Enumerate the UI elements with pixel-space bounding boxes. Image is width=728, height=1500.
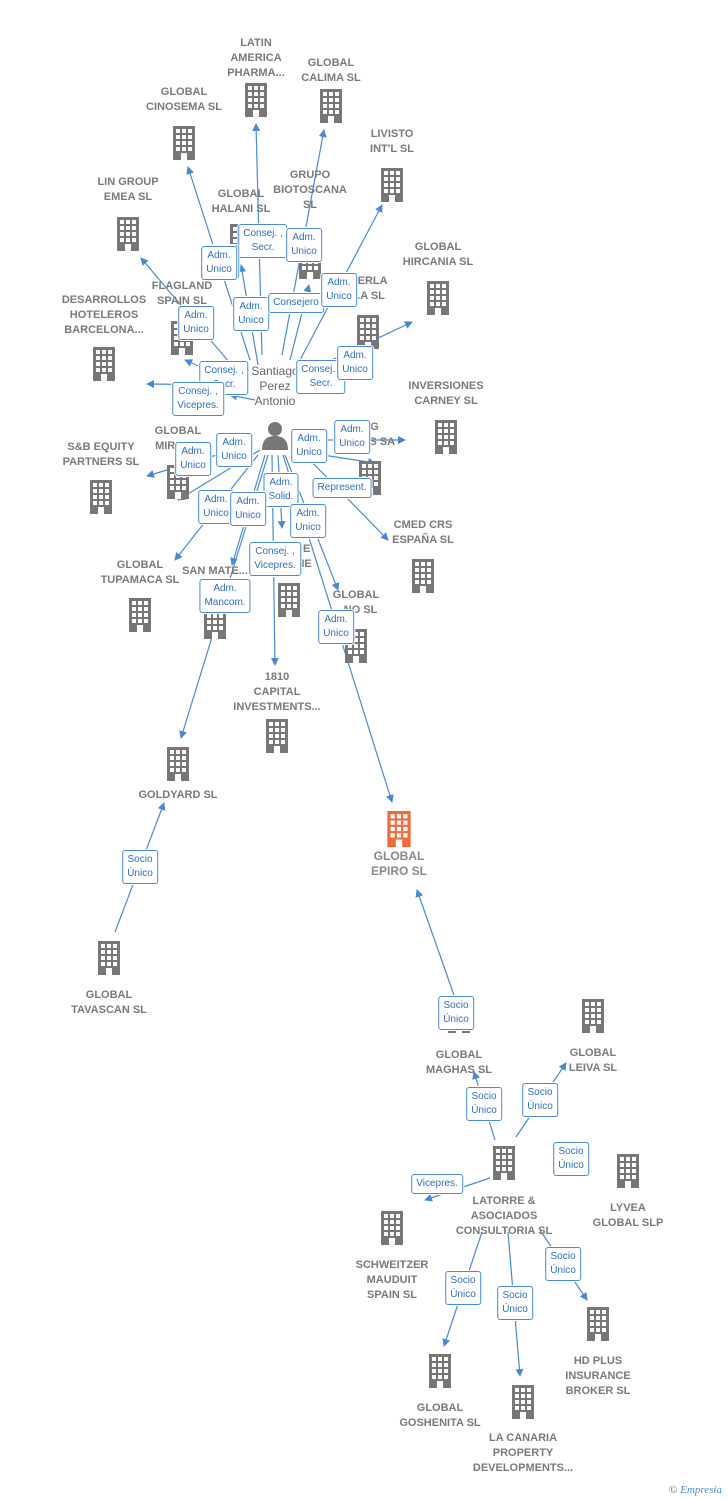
company-name-label[interactable]: GRUPO BIOTOSCANA SL: [273, 169, 347, 211]
company-name-label[interactable]: DESARROLLOS HOTELEROS BARCELONA...: [61, 294, 147, 336]
company-name-label[interactable]: LA CANARIA PROPERTY DEVELOPMENTS...: [472, 1432, 574, 1474]
relation-label[interactable]: Adm. Unico: [178, 306, 214, 340]
company-name-label[interactable]: FLAGLAND SPAIN SL: [151, 280, 213, 307]
company-name-label[interactable]: GLOBAL CALIMA SL: [301, 57, 361, 84]
company-name-label[interactable]: LIVISTO INT'L SL: [370, 128, 414, 155]
building-icon[interactable]: [378, 168, 406, 202]
building-icon[interactable]: [126, 598, 154, 632]
building-icon[interactable]: [317, 89, 345, 123]
company-name-label[interactable]: GLOBAL EPIRO SL: [370, 849, 427, 878]
company-name-label[interactable]: GLOBAL TUPAMACA SL: [100, 559, 180, 586]
company-name-label[interactable]: INVERSIONES CARNEY SL: [408, 380, 484, 407]
relation-label[interactable]: Adm. Unico: [233, 297, 269, 331]
building-icon[interactable]: [354, 315, 382, 349]
building-icon[interactable]: [90, 347, 118, 381]
company-name-label[interactable]: GLOBAL TAVASCAN SL: [71, 989, 147, 1016]
relation-label[interactable]: Socio Único: [545, 1247, 581, 1281]
relation-label[interactable]: Vicepres.: [411, 1174, 463, 1194]
person-icon[interactable]: [260, 420, 290, 450]
company-name-label[interactable]: GLOBAL CINOSEMA SL: [146, 86, 222, 113]
relation-label[interactable]: Socio Único: [438, 996, 474, 1030]
company-name-label[interactable]: GLOBAL HIRCANIA SL: [402, 241, 474, 268]
company-name-label[interactable]: LATIN AMERICA PHARMA...: [227, 37, 285, 79]
building-icon[interactable]: [95, 941, 123, 975]
relation-label[interactable]: Consej. , Secr.: [238, 224, 288, 258]
relation-label[interactable]: Adm. Unico: [291, 429, 327, 463]
relation-label[interactable]: Socio Único: [445, 1271, 481, 1305]
relation-label[interactable]: Adm. Unico: [198, 490, 234, 524]
relation-label[interactable]: Adm. Unico: [175, 442, 211, 476]
edge-line: [415, 889, 456, 999]
relation-label[interactable]: Socio Único: [122, 850, 158, 884]
company-name-label[interactable]: 1810 CAPITAL INVESTMENTS...: [233, 671, 321, 713]
company-name-label[interactable]: ...ERLA ...A SL: [348, 275, 388, 302]
company-name-label[interactable]: HD PLUS INSURANCE BROKER SL: [565, 1355, 631, 1397]
brand-watermark: ©Empresia: [669, 1484, 722, 1496]
relation-label[interactable]: Adm. Mancom.: [199, 579, 251, 613]
building-icon[interactable]: [170, 126, 198, 160]
relation-label[interactable]: Adm. Unico: [334, 420, 370, 454]
building-icon[interactable]: [378, 1211, 406, 1245]
relation-label[interactable]: Adm. Unico: [318, 610, 354, 644]
building-icon[interactable]: [164, 747, 192, 781]
brand-name: Empresia: [680, 1484, 722, 1496]
relation-label[interactable]: Consej. , Vicepres.: [172, 382, 224, 416]
company-name-label[interactable]: CMED CRS ESPAÑA SL: [392, 519, 454, 546]
building-icon[interactable]: [614, 1154, 642, 1188]
building-icon[interactable]: [263, 719, 291, 753]
company-name-label[interactable]: GLOBAL HALANI SL: [211, 188, 271, 215]
edge-line: [229, 392, 256, 401]
relation-label[interactable]: Socio Único: [466, 1087, 502, 1121]
building-icon[interactable]: [426, 1354, 454, 1388]
relation-label[interactable]: Adm. Unico: [290, 504, 326, 538]
relation-label[interactable]: Socio Único: [553, 1142, 589, 1176]
focus-building-icon[interactable]: [384, 811, 414, 847]
company-name-label[interactable]: LATORRE & ASOCIADOS CONSULTORIA SL: [455, 1195, 553, 1237]
relation-label[interactable]: Consejero: [268, 293, 324, 313]
relation-label[interactable]: Adm. Unico: [286, 228, 322, 262]
building-icon[interactable]: [432, 420, 460, 454]
company-name-label[interactable]: GLOBAL LEIVA SL: [568, 1047, 618, 1074]
relation-label[interactable]: Adm. Unico: [201, 246, 237, 280]
relation-label[interactable]: Adm. Solid.: [263, 473, 299, 507]
company-name-label[interactable]: GLOBAL MAGHAS SL: [426, 1049, 492, 1076]
company-name-label[interactable]: SCHWEITZER MAUDUIT SPAIN SL: [355, 1259, 429, 1301]
company-name-label[interactable]: GLOBAL GOSHENITA SL: [399, 1402, 481, 1429]
relation-label[interactable]: Consej. , Vicepres.: [249, 542, 301, 576]
building-icon[interactable]: [509, 1385, 537, 1419]
relation-label[interactable]: Adm. Unico: [216, 433, 252, 467]
relation-label[interactable]: Adm. Unico: [337, 346, 373, 380]
company-name-label[interactable]: S&B EQUITY PARTNERS SL: [62, 441, 140, 468]
relation-label[interactable]: Socio Único: [497, 1286, 533, 1320]
person-name-label[interactable]: Santiago Perez Antonio: [251, 364, 299, 408]
relation-label[interactable]: Socio Único: [522, 1083, 558, 1117]
relation-label[interactable]: Adm. Unico: [230, 492, 266, 526]
building-icon[interactable]: [584, 1307, 612, 1341]
company-name-label[interactable]: LYVEA GLOBAL SLP: [592, 1202, 664, 1229]
company-name-label[interactable]: LIN GROUP EMEA SL: [97, 176, 159, 203]
copyright-icon: ©: [668, 1484, 678, 1496]
building-icon[interactable]: [114, 217, 142, 251]
company-name-label[interactable]: GLOBAL ...NO SL: [332, 589, 380, 616]
building-icon[interactable]: [579, 999, 607, 1033]
company-name-label[interactable]: GOLDYARD SL: [138, 789, 218, 801]
building-icon[interactable]: [490, 1146, 518, 1180]
relation-label[interactable]: Adm. Unico: [321, 273, 357, 307]
relation-label[interactable]: Represent.: [312, 478, 372, 498]
building-icon[interactable]: [87, 480, 115, 514]
